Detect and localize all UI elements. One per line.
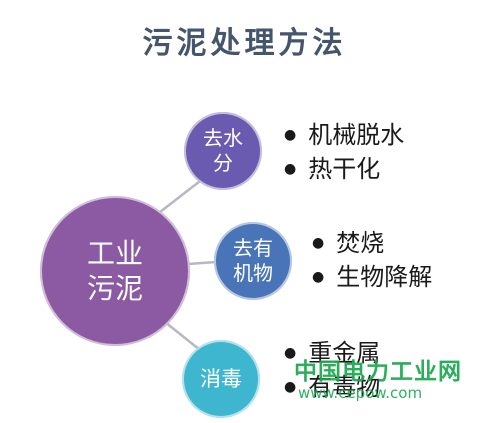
- center-node-industrial-sludge: 工业 污泥: [40, 196, 190, 346]
- list-item: ● 生物降解: [312, 260, 432, 294]
- branch-node-remove-organics: 去有 机物: [214, 222, 292, 300]
- branch-node-1-line2: 分: [213, 151, 233, 175]
- list-item: ● 有毒物: [284, 370, 380, 404]
- bullet-icon: ●: [284, 127, 297, 143]
- bullet-icon: ●: [312, 235, 325, 251]
- branch-node-remove-water: 去水 分: [184, 112, 262, 190]
- list-item: ● 机械脱水: [284, 118, 404, 152]
- connector-line-1: [159, 177, 205, 213]
- list-item-text: 重金属: [308, 339, 381, 367]
- list-item: ● 热干化: [284, 152, 404, 186]
- branch-node-2-line2: 机物: [233, 261, 273, 285]
- branch-node-2-line1: 去有: [233, 236, 273, 260]
- branch-1-list: ● 机械脱水 ● 热干化: [284, 118, 404, 186]
- bullet-icon: ●: [284, 345, 297, 361]
- branch-2-list: ● 焚烧 ● 生物降解: [312, 226, 432, 294]
- bullet-icon: ●: [312, 269, 325, 285]
- bullet-icon: ●: [284, 161, 297, 177]
- watermark-text: 中国电力工业网: [294, 359, 462, 385]
- branch-node-1-line1: 去水: [203, 126, 243, 150]
- branch-node-3-line1: 消毒: [200, 366, 242, 391]
- connector-line-2: [187, 260, 217, 266]
- branch-node-disinfection: 消毒: [182, 340, 260, 418]
- list-item: ● 重金属: [284, 336, 380, 370]
- branch-3-list: ● 重金属 ● 有毒物: [284, 336, 380, 404]
- list-item-text: 机械脱水: [308, 121, 405, 149]
- list-item-text: 焚烧: [336, 229, 385, 257]
- list-item-text: 生物降解: [336, 263, 433, 291]
- center-node-line2: 污泥: [86, 272, 143, 305]
- list-item: ● 焚烧: [312, 226, 432, 260]
- page-title: 污泥处理方法: [142, 26, 347, 61]
- list-item-text: 有毒物: [308, 373, 381, 401]
- center-node-line1: 工业: [86, 237, 143, 270]
- bullet-icon: ●: [284, 379, 297, 395]
- list-item-text: 热干化: [308, 155, 381, 183]
- watermark-url: www.cepow.com: [298, 384, 423, 402]
